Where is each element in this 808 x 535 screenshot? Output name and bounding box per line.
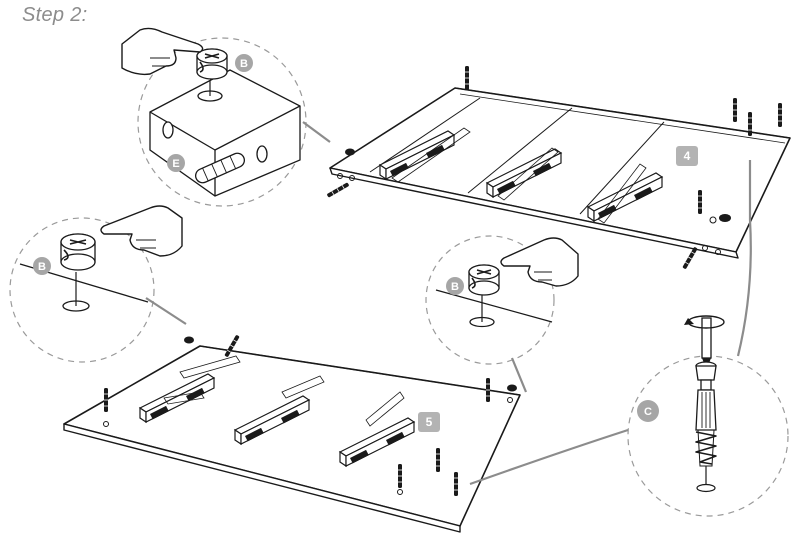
dowel-pin [747,111,753,137]
connector-line [302,121,331,143]
hand-pointer-icon [500,237,579,287]
dowel-pin [681,246,699,270]
panel-4-badge [676,146,698,166]
label-b: B [451,281,459,293]
cam-lock-icon [345,148,731,224]
connector-line [510,357,528,393]
cam-lock-icon [196,48,228,80]
dowel-pin [777,102,783,128]
wooden-dowel-icon [194,152,246,184]
callout-cam-bolt: C [627,315,789,517]
callout-cam-dowel: B E [121,27,307,207]
connector-line [145,297,187,325]
connector-line [736,160,752,357]
panel-5-badge [418,412,440,432]
dowel-pin [485,377,491,403]
cam-lock-icon [468,264,500,296]
step-title: Step 2: [22,4,88,26]
callout-cam-left: B [9,205,183,363]
panel-5-label: 5 [426,415,433,429]
rotate-arrow-icon [684,315,725,329]
label-b-badge [235,54,253,72]
panel-4-label: 4 [684,149,691,163]
dowel-pin [435,447,441,473]
screwdriver-icon [701,317,712,366]
dowel-pin [464,65,470,91]
label-c-badge [637,400,659,422]
lower-panel: 5 [63,334,521,533]
dowel-pin [732,97,738,123]
hand-pointer-icon [121,27,204,76]
label-b-badge [33,257,51,275]
label-b-badge [446,277,464,295]
label-b: B [240,58,248,70]
dowel-pin [453,471,459,497]
dowel-pin [397,463,403,489]
cam-lock-icon [184,336,517,392]
callout-cam-middle: B [425,235,579,365]
cam-bolt-icon [695,361,717,493]
upper-panel: 4 [326,65,791,270]
dowel-pin [103,387,109,413]
label-e-badge [167,154,185,172]
hand-pointer-icon [100,205,183,257]
dowel-pin [697,189,703,215]
cam-lock-icon [60,233,96,271]
label-c: C [644,406,652,418]
label-e: E [172,158,179,170]
label-b: B [38,261,46,273]
connector-line [469,428,629,486]
dowel-pin [326,181,350,199]
